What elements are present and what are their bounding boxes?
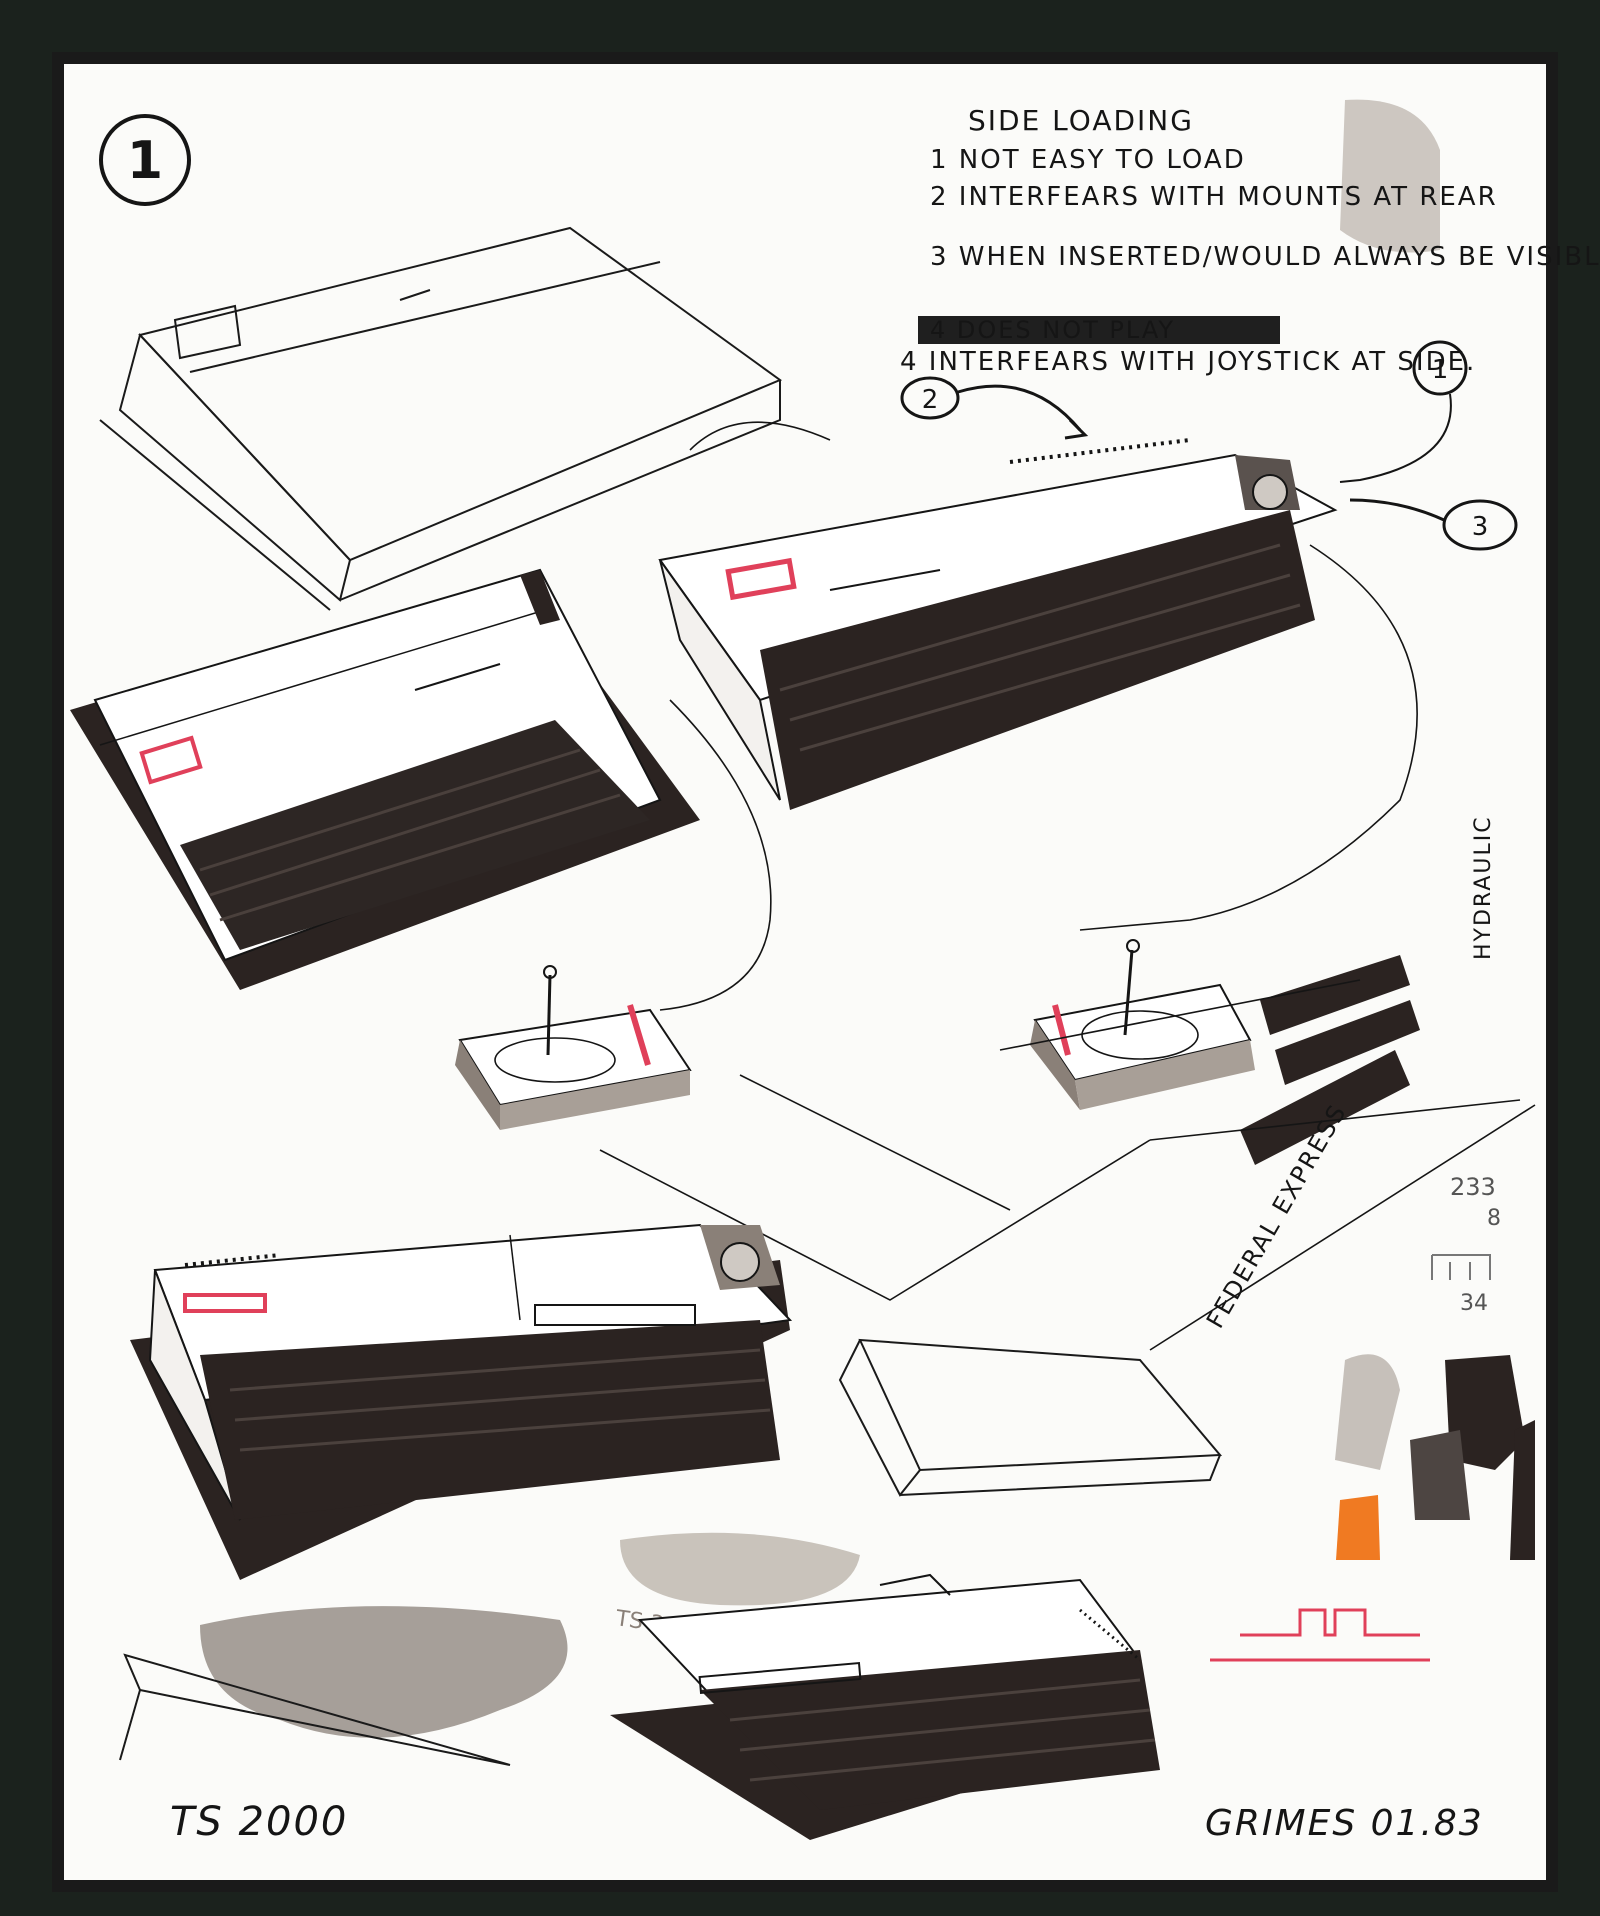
svg-text:34: 34	[1460, 1291, 1488, 1316]
page-number: 1	[127, 131, 163, 191]
scribble-numbers: 233 8 34	[1431, 1173, 1501, 1316]
notes-heading: SIDE LOADING	[968, 104, 1194, 137]
stylus-sketch	[119, 1653, 511, 1766]
console-sketch-a	[70, 568, 700, 990]
note-4-struck: 4 DOES NOT PLAY	[930, 316, 1175, 344]
console-sketch-b	[658, 438, 1338, 810]
note-1: 1 NOT EASY TO LOAD	[930, 145, 1246, 175]
marker-bars	[1240, 955, 1420, 1165]
page-number-badge: 1	[99, 114, 191, 206]
svg-text:2: 2	[922, 385, 939, 415]
joystick-sketch-right	[1030, 939, 1255, 1110]
marker-smudge-top	[1340, 99, 1440, 253]
svg-text:3: 3	[1472, 512, 1489, 542]
side-label: HYDRAULIC	[1471, 815, 1496, 960]
perspective-lines	[599, 979, 1536, 1351]
callout-2: 2	[900, 376, 1089, 440]
note-4-strike	[918, 316, 1280, 344]
svg-text:8: 8	[1487, 1206, 1501, 1231]
console-sketch-c	[130, 1223, 793, 1580]
model-label: TS 2000	[170, 1799, 348, 1845]
console-sketch-d	[610, 1573, 1160, 1840]
wireframe-console-sketch	[99, 226, 783, 611]
svg-text:1: 1	[1432, 355, 1449, 385]
marker-wash-bottom	[200, 1532, 860, 1738]
joystick-cables	[659, 421, 1418, 1011]
note-2: 2 INTERFEARS WITH MOUNTS AT REAR	[930, 182, 1498, 212]
note-5: 4 INTERFEARS WITH JOYSTICK AT SIDE.	[900, 347, 1476, 377]
svg-text:233: 233	[1450, 1173, 1496, 1201]
note-3: 3 WHEN INSERTED/WOULD ALWAYS BE VISIBLE	[930, 242, 1600, 272]
marker-swatches	[1210, 1354, 1535, 1662]
callout-3: 3	[1349, 498, 1518, 551]
joystick-sketch-left	[455, 965, 692, 1130]
cartridge-box-sketch	[838, 1338, 1223, 1497]
callout-1: 1	[1339, 340, 1468, 483]
design-notes: SIDE LOADING 1 NOT EASY TO LOAD 2 INTERF…	[900, 104, 1600, 377]
designer-signature: GRIMES 01.83	[1205, 1803, 1484, 1844]
